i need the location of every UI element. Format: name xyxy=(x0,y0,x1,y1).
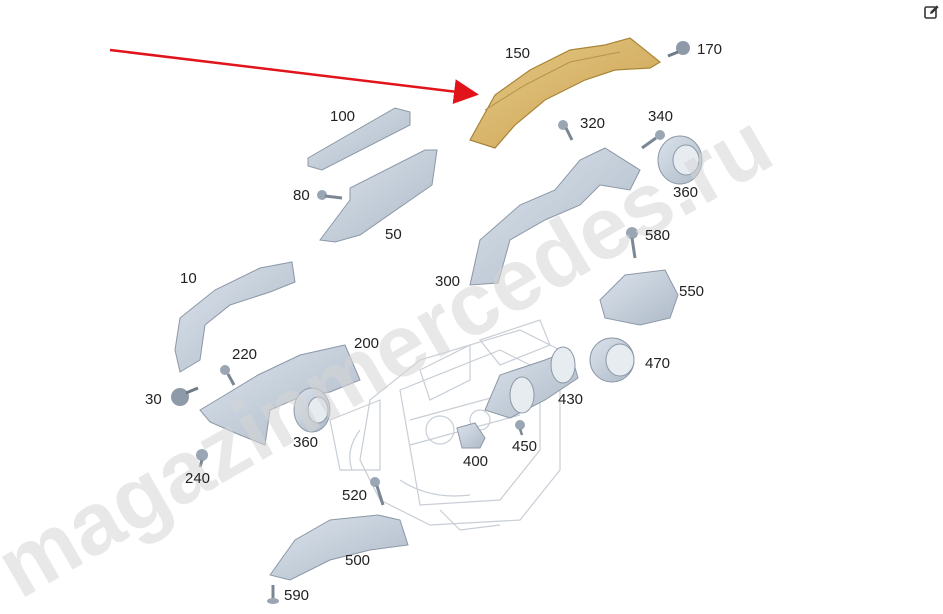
part-label-550[interactable]: 550 xyxy=(679,283,705,300)
part-label-100[interactable]: 100 xyxy=(330,108,356,125)
part-label-430[interactable]: 430 xyxy=(558,391,584,408)
part-200-shape[interactable] xyxy=(199,344,361,446)
part-label-580[interactable]: 580 xyxy=(645,227,671,244)
part-80-shape[interactable] xyxy=(317,190,343,200)
part-label-240[interactable]: 240 xyxy=(185,470,211,487)
part-label-360-lower[interactable]: 360 xyxy=(293,434,319,451)
part-400-shape[interactable] xyxy=(456,422,486,449)
edit-button[interactable] xyxy=(924,4,940,20)
part-170-shape[interactable] xyxy=(667,41,690,58)
part-label-220[interactable]: 220 xyxy=(232,346,258,363)
part-100-shape[interactable] xyxy=(307,107,411,171)
part-30-shape[interactable] xyxy=(171,386,199,406)
pointer-arrow xyxy=(109,48,479,105)
part-470-shape[interactable] xyxy=(589,337,635,383)
part-550-shape[interactable] xyxy=(599,269,679,326)
part-430-shape[interactable] xyxy=(484,346,579,419)
part-label-170[interactable]: 170 xyxy=(697,41,723,58)
part-450-shape[interactable] xyxy=(515,420,525,436)
part-label-320[interactable]: 320 xyxy=(580,115,606,132)
part-label-340[interactable]: 340 xyxy=(648,108,674,125)
part-label-450[interactable]: 450 xyxy=(512,438,538,455)
part-label-360-top[interactable]: 360 xyxy=(673,184,699,201)
part-150-shape[interactable] xyxy=(469,37,662,149)
part-520-shape[interactable] xyxy=(370,477,385,506)
part-50-shape[interactable] xyxy=(319,149,438,243)
part-360-top-shape[interactable] xyxy=(657,135,703,185)
part-10-shape[interactable] xyxy=(174,261,296,373)
part-500-shape[interactable] xyxy=(269,514,409,581)
part-label-400[interactable]: 400 xyxy=(463,453,489,470)
edit-icon xyxy=(924,5,939,19)
part-label-500[interactable]: 500 xyxy=(345,552,371,569)
part-label-80[interactable]: 80 xyxy=(293,187,310,204)
part-340-shape[interactable] xyxy=(641,130,665,150)
part-220-shape[interactable] xyxy=(220,365,236,386)
part-label-590[interactable]: 590 xyxy=(284,587,310,604)
part-580-shape[interactable] xyxy=(626,227,638,259)
engine-block xyxy=(329,319,561,531)
part-360-lower-shape[interactable] xyxy=(293,387,331,433)
part-320-shape[interactable] xyxy=(558,120,574,141)
part-590-shape[interactable] xyxy=(267,585,279,604)
part-label-300[interactable]: 300 xyxy=(435,273,461,290)
part-240-shape[interactable] xyxy=(196,449,208,468)
part-label-30[interactable]: 30 xyxy=(145,391,162,408)
part-label-150[interactable]: 150 xyxy=(505,45,531,62)
part-label-470[interactable]: 470 xyxy=(645,355,671,372)
part-label-520[interactable]: 520 xyxy=(342,487,368,504)
part-label-10[interactable]: 10 xyxy=(180,270,197,287)
part-300-shape[interactable] xyxy=(469,147,641,286)
part-label-200[interactable]: 200 xyxy=(354,335,380,352)
part-label-50[interactable]: 50 xyxy=(385,226,402,243)
